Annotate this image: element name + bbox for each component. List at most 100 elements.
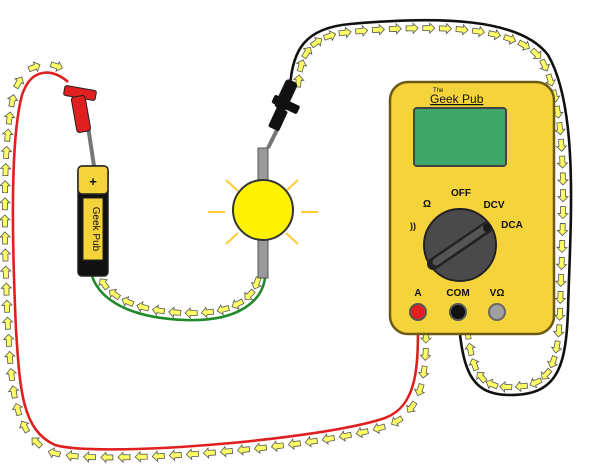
flow-arrow xyxy=(544,73,557,87)
flow-arrow xyxy=(31,437,44,449)
flow-arrow xyxy=(1,299,13,313)
flow-arrow xyxy=(0,214,11,228)
flow-arrow xyxy=(391,415,404,427)
flow-arrow xyxy=(231,298,245,310)
flow-arrow xyxy=(529,47,542,59)
flow-arrow xyxy=(550,340,563,354)
red-wire xyxy=(11,71,420,451)
battery-brand: Geek Pub xyxy=(90,207,101,252)
flow-arrow xyxy=(554,273,567,287)
flow-arrow xyxy=(406,400,418,413)
black-probe xyxy=(266,79,300,149)
flow-arrow xyxy=(6,94,19,108)
flow-arrow xyxy=(47,447,62,459)
flow-arrow xyxy=(0,231,12,245)
battery-plus-terminal: + xyxy=(89,174,97,189)
flow-arrow xyxy=(2,333,15,347)
flow-arrow xyxy=(0,282,13,296)
flow-arrow xyxy=(485,378,499,390)
flow-arrow xyxy=(372,422,386,435)
flow-arrow xyxy=(236,443,251,456)
dial-pointer-highlight xyxy=(432,225,488,266)
flow-arrow xyxy=(471,25,485,38)
flow-arrow xyxy=(555,138,568,152)
black-probe-grip xyxy=(268,107,288,131)
bulb-glass xyxy=(232,179,294,241)
flow-arrow xyxy=(321,433,336,445)
jack-a[interactable] xyxy=(409,303,427,321)
flow-arrow xyxy=(529,377,543,389)
jack-vohm-label: VΩ xyxy=(490,288,505,299)
dial-off-label: OFF xyxy=(451,188,471,199)
flow-arrow xyxy=(304,435,319,448)
battery-cap xyxy=(77,165,109,195)
red-probe-handle xyxy=(70,95,92,133)
flow-arrow xyxy=(487,28,501,41)
flow-arrow xyxy=(270,440,285,453)
flow-arrow xyxy=(502,33,517,45)
jack-com[interactable] xyxy=(449,303,467,321)
jack-com-label: COM xyxy=(446,288,469,299)
flow-arrow xyxy=(151,450,165,463)
flow-arrow xyxy=(309,37,323,49)
dial-ohm-label: Ω xyxy=(423,199,431,210)
flow-arrow xyxy=(557,189,569,203)
flow-arrow xyxy=(295,59,308,73)
black-wire xyxy=(288,18,573,397)
flow-arrow xyxy=(405,22,419,35)
jack-vohm[interactable] xyxy=(488,303,506,321)
flow-arrow xyxy=(419,347,432,361)
flow-arrow xyxy=(499,380,513,393)
flow-arrow xyxy=(422,22,436,35)
flow-arrow xyxy=(250,276,262,290)
flow-arrow xyxy=(552,324,565,338)
flow-arrow xyxy=(168,449,182,462)
flow-arrow xyxy=(83,451,97,463)
black-probe-tip xyxy=(266,127,280,149)
black-probe-guard xyxy=(271,95,300,114)
flow-arrow xyxy=(476,371,488,384)
flow-arrow xyxy=(455,23,469,36)
meter-brand: Geek Pub xyxy=(430,92,484,106)
flow-arrow xyxy=(355,426,369,439)
flow-arrow xyxy=(541,367,553,380)
flow-arrow xyxy=(0,197,11,211)
flow-arrow xyxy=(556,240,569,254)
flow-arrow xyxy=(0,265,12,279)
flow-arrow xyxy=(464,342,477,357)
flow-arrow xyxy=(554,290,567,304)
light-bulb xyxy=(208,147,318,279)
flow-arrow xyxy=(121,296,135,307)
flow-arrow xyxy=(338,26,352,39)
flow-arrow xyxy=(354,25,369,37)
flow-arrow xyxy=(413,383,426,397)
flow-arrow xyxy=(417,365,430,379)
dial-dcv-label: DCV xyxy=(483,200,504,211)
flow-arrow xyxy=(1,128,14,142)
flow-arrow xyxy=(216,303,230,316)
flow-arrow xyxy=(98,278,110,291)
flow-arrow xyxy=(151,304,166,317)
flow-arrow xyxy=(556,206,569,220)
flow-arrow xyxy=(168,306,182,319)
flow-arrow xyxy=(253,442,268,455)
red-probe xyxy=(63,85,97,167)
flow-arrow xyxy=(0,145,13,159)
bulb-rays xyxy=(208,168,318,245)
flow-arrow xyxy=(468,358,480,372)
flow-arrow xyxy=(117,451,131,464)
flow-arrow xyxy=(0,248,12,262)
flow-arrow xyxy=(3,350,16,365)
flow-arrow xyxy=(13,76,25,90)
flow-arrow xyxy=(219,445,234,458)
flow-arrow xyxy=(202,446,217,459)
flow-arrow xyxy=(100,451,114,464)
flow-arrow xyxy=(49,60,63,73)
flow-arrow xyxy=(200,306,215,319)
flow-arrow xyxy=(0,163,12,177)
flow-arrow xyxy=(517,39,531,51)
rotary-dial[interactable] xyxy=(423,208,497,282)
flow-arrow xyxy=(65,449,79,462)
jack-a-label: A xyxy=(414,288,421,299)
